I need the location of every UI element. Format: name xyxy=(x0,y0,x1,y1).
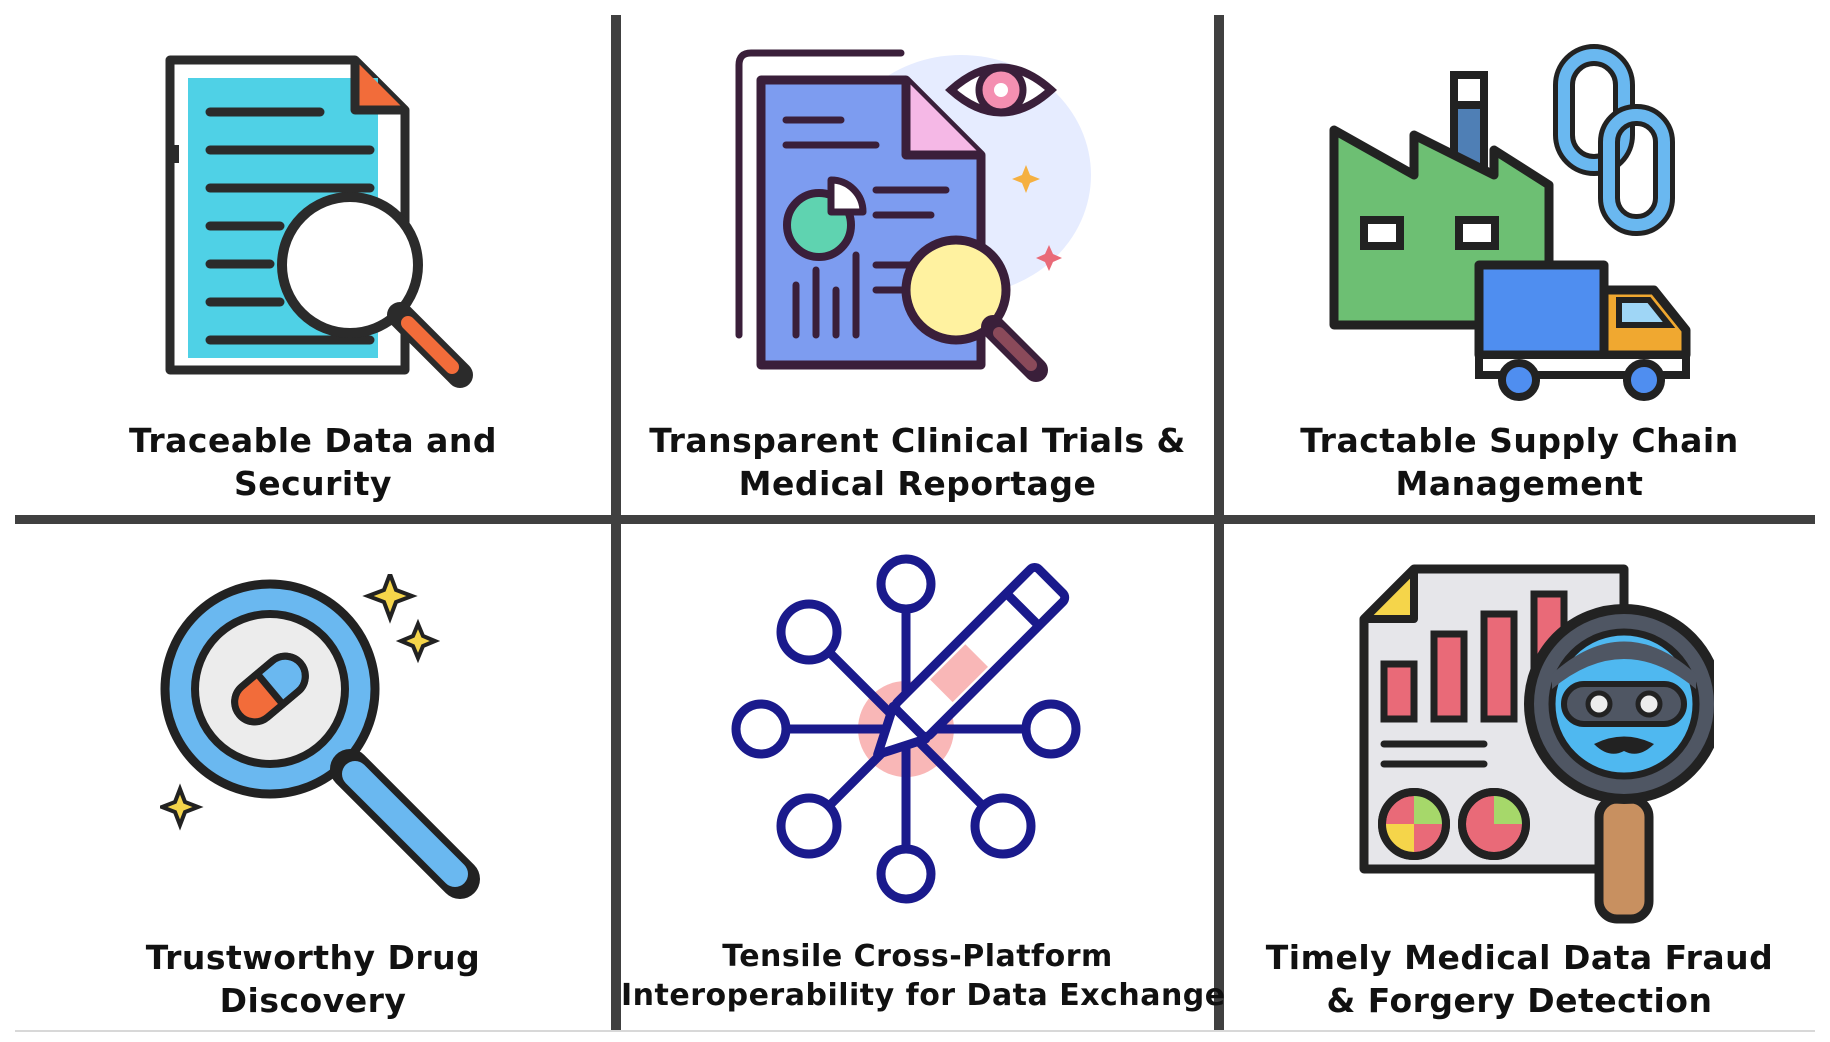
label-line-2: & Forgery Detection xyxy=(1326,980,1713,1020)
label-line-2: Management xyxy=(1395,463,1644,503)
panel-transparent-label: Transparent Clinical Trials & Medical Re… xyxy=(621,420,1214,506)
label-line-2: Discovery xyxy=(219,980,407,1020)
label-line-2: Interoperability for Data Exchange xyxy=(621,978,1226,1013)
fraud-detection-icon xyxy=(1354,559,1724,934)
label-line-1: Tensile Cross-Platform xyxy=(722,939,1113,974)
label-line-2: Security xyxy=(233,463,393,503)
bottom-rule xyxy=(15,1030,1815,1032)
panel-trustworthy-label: Trustworthy Drug Discovery xyxy=(15,937,611,1023)
panel-transparent: Transparent Clinical Trials & Medical Re… xyxy=(621,15,1214,515)
label-line-1: Traceable Data and xyxy=(128,421,498,460)
panel-trustworthy: Trustworthy Drug Discovery xyxy=(15,524,611,1030)
drug-discovery-icon xyxy=(156,568,500,914)
label-line-2: Medical Reportage xyxy=(738,463,1097,503)
horizontal-divider xyxy=(15,515,1815,524)
network-pen-icon xyxy=(731,554,1091,914)
label-line-1: Tractable Supply Chain xyxy=(1300,421,1739,460)
panel-timely: Timely Medical Data Fraud & Forgery Dete… xyxy=(1224,524,1815,1030)
panel-tractable: Tractable Supply Chain Management xyxy=(1224,15,1815,515)
supply-chain-icon xyxy=(1324,35,1704,405)
label-line-1: Transparent Clinical Trials & xyxy=(649,421,1186,460)
label-line-1: Timely Medical Data Fraud xyxy=(1265,938,1774,977)
panel-tractable-label: Tractable Supply Chain Management xyxy=(1224,420,1815,506)
panel-traceable: Traceable Data and Security xyxy=(15,15,611,515)
panel-tensile: Tensile Cross-Platform Interoperability … xyxy=(621,524,1226,1030)
panel-tensile-label: Tensile Cross-Platform Interoperability … xyxy=(621,937,1226,1015)
label-line-1: Trustworthy Drug xyxy=(145,938,481,977)
panel-timely-label: Timely Medical Data Fraud & Forgery Dete… xyxy=(1224,937,1815,1023)
clinical-report-icon xyxy=(731,35,1101,405)
panel-traceable-label: Traceable Data and Security xyxy=(15,420,611,506)
document-search-icon xyxy=(150,50,490,390)
